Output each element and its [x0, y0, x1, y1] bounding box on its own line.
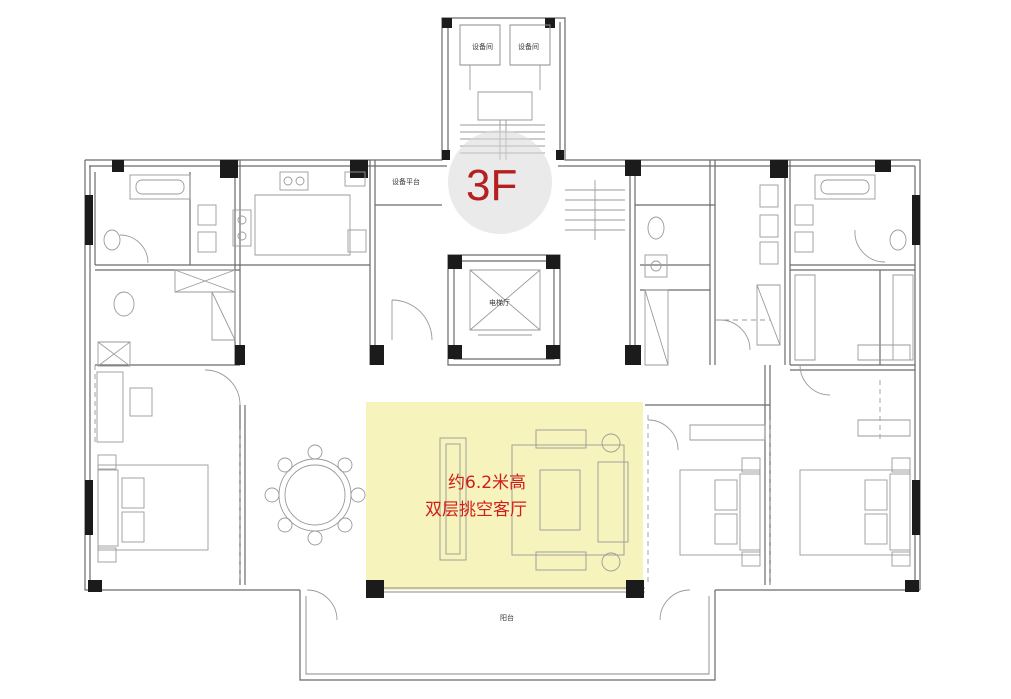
storage-units	[97, 269, 914, 441]
bathroom-fixtures	[103, 174, 907, 317]
highlight-label-height: 约6.2米高	[448, 473, 526, 493]
study-furniture	[96, 371, 153, 443]
room-label-equipment-platform: 设备平台	[392, 177, 420, 186]
room-label-balcony: 阳台	[500, 613, 514, 622]
kitchen-fixtures	[232, 171, 367, 256]
bedroom-left	[97, 454, 209, 563]
room-label-equipment-right: 设备间	[518, 42, 539, 51]
room-label-equipment-left: 设备间	[472, 42, 493, 51]
elevator-shaft	[469, 269, 541, 336]
bedroom-middle-right	[679, 457, 761, 567]
floor-label: 3F	[466, 161, 517, 210]
living-room-furniture	[439, 429, 629, 572]
exterior-walls	[84, 17, 921, 681]
dashed-openings	[94, 319, 881, 585]
bedroom-right	[799, 457, 911, 567]
living-room-highlight-zone	[366, 402, 643, 590]
room-label-elevator-hall: 电梯厅	[489, 298, 510, 307]
structural-columns	[85, 18, 920, 598]
highlight-label-living-room: 双层挑空客厅	[425, 500, 527, 520]
door-swings	[119, 229, 886, 621]
floor-label-badge	[448, 130, 552, 234]
dining-table	[264, 444, 366, 546]
